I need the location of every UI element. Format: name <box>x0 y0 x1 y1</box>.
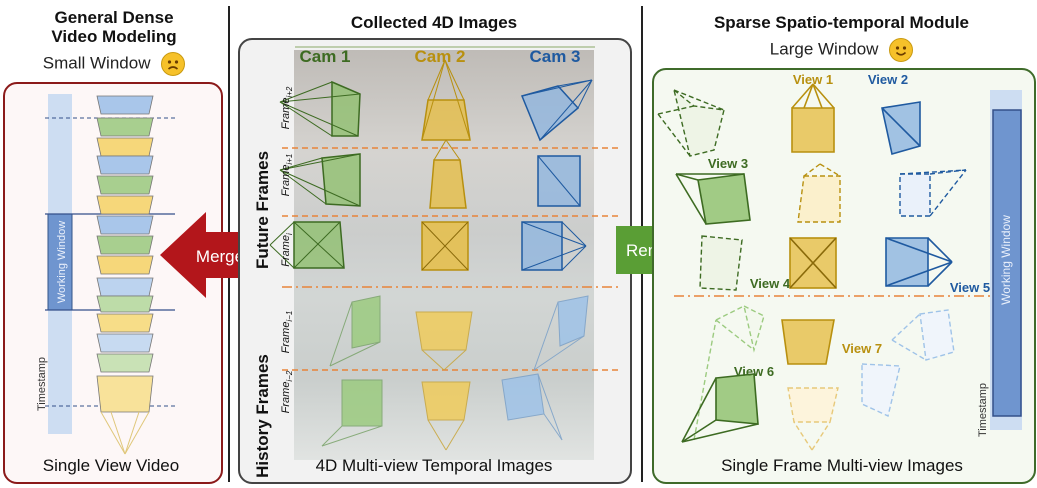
merge-arrow[interactable]: Merge <box>158 210 258 300</box>
left-window-label-row: Small Window <box>0 52 228 76</box>
cam-label: Cam 2 <box>414 47 465 66</box>
middle-bottom-label: 4D Multi-view Temporal Images <box>315 456 553 475</box>
ghost-camera <box>919 309 955 361</box>
frame-label-i-plus-2: Framei+2 <box>280 86 294 129</box>
left-title-line2: Video Modeling <box>51 27 177 46</box>
view-label: View 1 <box>793 72 833 87</box>
view-label: View 4 <box>750 276 791 291</box>
row-frame-i-plus-2 <box>279 59 593 142</box>
left-bottom-label: Single View Video <box>42 456 180 475</box>
view-label: View 7 <box>842 341 882 356</box>
frame-yellow <box>96 137 154 157</box>
frame-label-i-minus-2: Framei−2 <box>280 370 294 413</box>
frame-blue <box>96 215 154 235</box>
left-title: General Dense Video Modeling <box>0 8 228 46</box>
frame-green <box>96 353 154 373</box>
frame-green <box>96 295 154 313</box>
row-frame-i-plus-1 <box>279 139 581 209</box>
right-timestamp-text: Timestamp <box>977 383 989 437</box>
frame-blue <box>96 95 154 115</box>
view-camera <box>791 107 835 153</box>
cam-label: Cam 3 <box>529 47 580 66</box>
left-working-window-text: Working Window <box>56 221 68 303</box>
right-working-window-text: Working Window <box>999 215 1013 305</box>
frame-yellow <box>96 313 154 333</box>
left-timestamp-text: Timestamp <box>36 357 48 411</box>
ghost-camera <box>787 387 839 423</box>
right-title: Sparse Spatio-temporal Module <box>713 13 970 32</box>
sad-face-icon <box>161 52 186 76</box>
view-label: View 5 <box>950 280 990 295</box>
future-frames-label: Future Frames <box>253 151 272 269</box>
merge-label: Merge <box>196 247 244 266</box>
left-video-stack: Working Window Timestamp <box>36 94 175 455</box>
ghost-camera <box>861 363 901 417</box>
right-bottom-label: Single Frame Multi-view Images <box>721 456 963 475</box>
frame-label-i: Framei <box>280 233 294 267</box>
ghost-camera <box>742 304 765 353</box>
right-views-diagram: Working Window Timestamp View 1 View 2 V… <box>657 72 1022 451</box>
row-frame-i-minus-2 <box>321 373 563 451</box>
ghost-camera <box>797 175 841 223</box>
view-label: View 3 <box>708 156 748 171</box>
row-frame-i <box>269 221 587 271</box>
frame-yellow <box>96 375 154 413</box>
ghost-camera <box>899 173 931 217</box>
frame-green <box>96 235 154 255</box>
right-window-label: Large Window <box>769 39 879 59</box>
ghost-camera <box>672 88 725 157</box>
frame-yellow <box>96 195 154 215</box>
history-frames-label: History Frames <box>253 354 272 478</box>
view-camera <box>697 173 751 225</box>
frame-blue <box>96 333 154 353</box>
happy-face-icon <box>889 38 914 62</box>
ghost-camera <box>699 235 743 291</box>
merge-arrow-shape <box>160 212 256 298</box>
view-camera <box>781 319 835 365</box>
frame-green <box>96 117 154 137</box>
frame-green <box>96 175 154 195</box>
frame-label-i-plus-1: Framei+1 <box>280 154 294 197</box>
left-window-label: Small Window <box>42 53 151 73</box>
view-label: View 2 <box>868 72 908 87</box>
right-window-label-row: Large Window <box>646 38 1037 62</box>
frame-blue <box>96 277 154 297</box>
frame-yellow <box>96 255 154 275</box>
view-camera <box>715 373 759 425</box>
frame-label-i-minus-1: Framei−1 <box>280 311 294 354</box>
row-frame-i-minus-1 <box>329 295 589 371</box>
frame-blue <box>96 155 154 175</box>
working-window-highlight <box>992 109 1022 417</box>
middle-cams-diagram: Cam 1 Cam 2 Cam 3 <box>253 46 620 478</box>
left-title-line1: General Dense <box>54 8 174 27</box>
middle-title: Collected 4D Images <box>350 13 518 32</box>
cam-label: Cam 1 <box>299 47 350 66</box>
